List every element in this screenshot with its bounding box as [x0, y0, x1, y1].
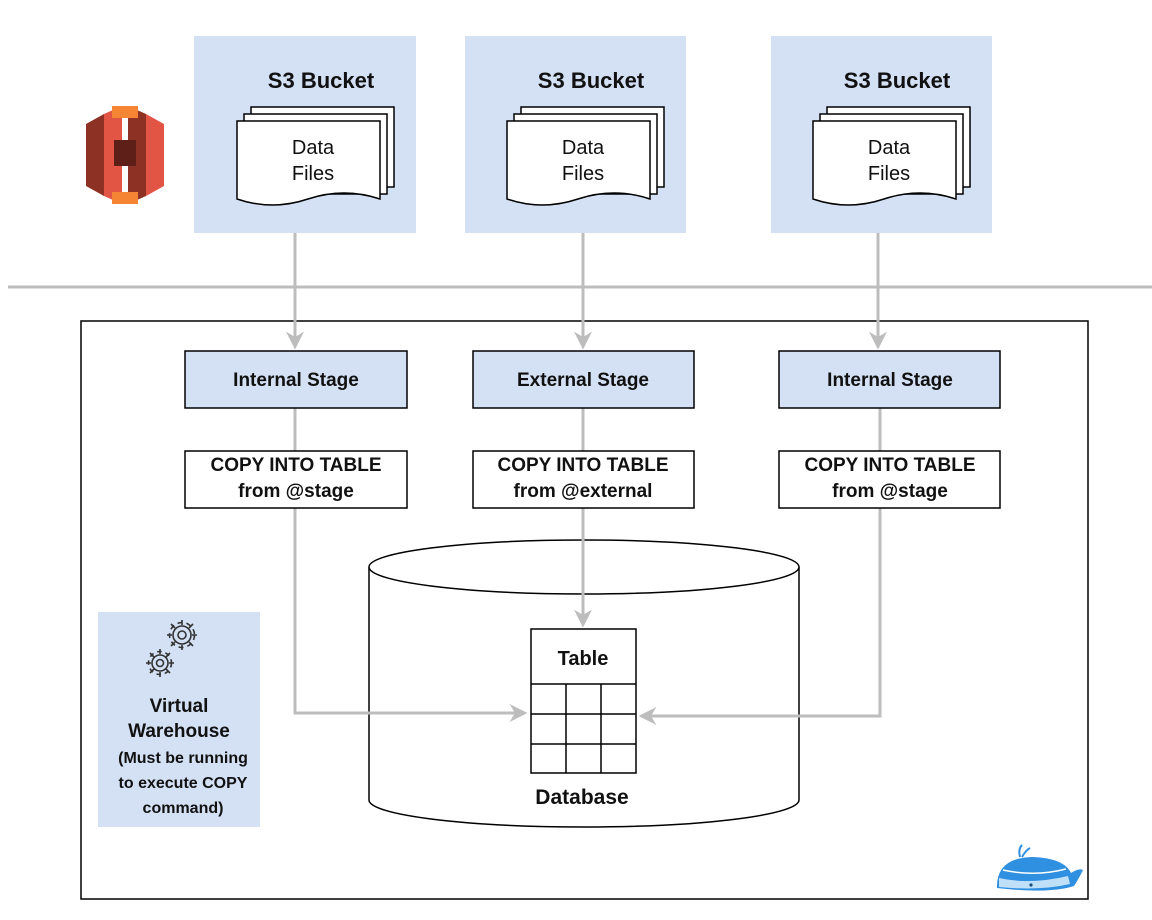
- flow-arrow-copy3-to-table: [638, 508, 882, 725]
- table-label: Table: [558, 648, 609, 670]
- bucket-title: S3 Bucket: [844, 68, 951, 93]
- warehouse-note-line2: to execute COPY: [119, 775, 248, 792]
- copy-command-line2: from @stage: [238, 481, 354, 502]
- stage-label: External Stage: [517, 370, 649, 391]
- warehouse-title-line2: Warehouse: [128, 721, 230, 742]
- table-grid: [530, 628, 637, 774]
- stage-label: Internal Stage: [233, 370, 359, 391]
- warehouse-note-line3: command): [143, 800, 224, 817]
- data-files-icon: [506, 106, 665, 206]
- stage-1: Internal Stage: [184, 350, 408, 409]
- data-files-label-line1: Data: [868, 137, 911, 159]
- stage-2: External Stage: [472, 350, 695, 409]
- stage-label: Internal Stage: [827, 370, 953, 391]
- database-label: Database: [535, 786, 628, 809]
- data-files-label-line1: Data: [562, 137, 605, 159]
- copy-command-line1: COPY INTO TABLE: [210, 455, 381, 476]
- virtual-warehouse: Virtual Warehouse (Must be running to ex…: [98, 612, 260, 827]
- data-files-label-line2: Files: [868, 163, 910, 185]
- data-files-label-line2: Files: [562, 163, 604, 185]
- copy-command-line1: COPY INTO TABLE: [497, 455, 668, 476]
- whale-icon: [996, 844, 1083, 891]
- warehouse-note-line1: (Must be running: [118, 750, 248, 767]
- copy-command-line1: COPY INTO TABLE: [804, 455, 975, 476]
- aws-s3-logo-icon: [86, 106, 164, 204]
- copy-command-line2: from @stage: [832, 481, 948, 502]
- copy-command-line2: from @external: [514, 481, 653, 502]
- flow-arrow-copy1-to-table: [293, 508, 528, 722]
- copy-command-3: COPY INTO TABLE from @stage: [778, 450, 1001, 509]
- s3-bucket-3: S3 Bucket Data Files: [771, 36, 992, 233]
- s3-bucket-2: S3 Bucket Data Files: [465, 36, 686, 233]
- stage-3: Internal Stage: [778, 350, 1001, 409]
- copy-command-1: COPY INTO TABLE from @stage: [184, 450, 408, 509]
- data-files-label-line1: Data: [292, 137, 335, 159]
- s3-bucket-1: S3 Bucket Data Files: [194, 36, 416, 233]
- data-files-icon: [236, 106, 395, 206]
- bucket-title: S3 Bucket: [538, 68, 645, 93]
- gears-icon: [146, 620, 197, 677]
- data-files-icon: [812, 106, 971, 206]
- bucket-title: S3 Bucket: [268, 68, 375, 93]
- copy-command-2: COPY INTO TABLE from @external: [472, 450, 695, 509]
- warehouse-title-line1: Virtual: [150, 696, 209, 717]
- data-files-label-line2: Files: [292, 163, 334, 185]
